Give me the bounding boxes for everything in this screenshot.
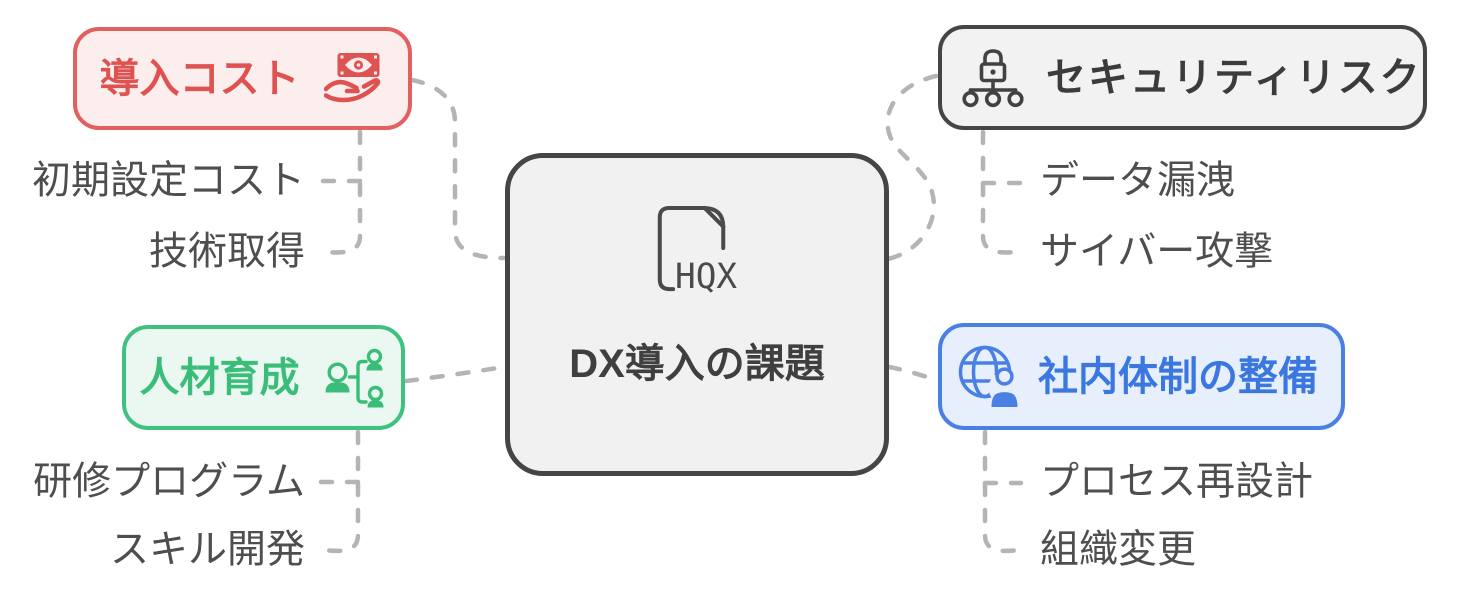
connector-security-center <box>885 73 939 262</box>
node-org: 社内体制の整備 <box>938 323 1345 430</box>
sub-item-hr-training-program: 研修プログラム <box>33 460 305 504</box>
node-cost: 導入コスト <box>73 27 412 130</box>
node-cost-label: 導入コスト <box>99 56 300 101</box>
center-node: HQX DX導入の課題 <box>505 153 889 476</box>
connector-org-sub-trunk <box>982 429 1021 554</box>
sub-item-hr-skill-development: スキル開発 <box>109 528 305 572</box>
node-security-label: セキュリティリスク <box>1046 55 1422 100</box>
globe-user-icon <box>958 345 1020 407</box>
connector-cost-center <box>409 77 507 261</box>
sub-item-security-cyber-attack: サイバー攻撃 <box>1040 230 1274 274</box>
connector-center-org <box>886 364 939 383</box>
sub-item-org-process-redesign: プロセス再設計 <box>1040 460 1314 504</box>
node-org-label: 社内体制の整備 <box>1038 354 1318 399</box>
connector-hr-center <box>403 364 507 384</box>
sub-item-cost-initial-setup: 初期設定コスト <box>31 159 305 203</box>
people-hierarchy-icon <box>325 348 383 407</box>
center-node-label: DX導入の課題 <box>569 342 825 386</box>
connector-hr-sub-trunk <box>322 429 361 554</box>
file-hqx-icon: HQX <box>657 205 737 294</box>
connector-security-sub-trunk <box>980 129 1019 255</box>
node-hr-label: 人材育成 <box>139 355 300 400</box>
connector-cost-sub-trunk <box>324 129 363 255</box>
node-hr: 人材育成 <box>122 325 405 430</box>
node-security: セキュリティリスク <box>938 25 1427 130</box>
lock-hierarchy-icon <box>962 48 1024 107</box>
file-badge-text: HQX <box>675 257 737 294</box>
sub-item-cost-skill-acquisition: 技術取得 <box>148 230 305 274</box>
money-hand-icon <box>323 52 380 102</box>
sub-item-security-data-leak: データ漏洩 <box>1040 159 1236 203</box>
sub-item-org-structure-change: 組織変更 <box>1040 528 1197 572</box>
